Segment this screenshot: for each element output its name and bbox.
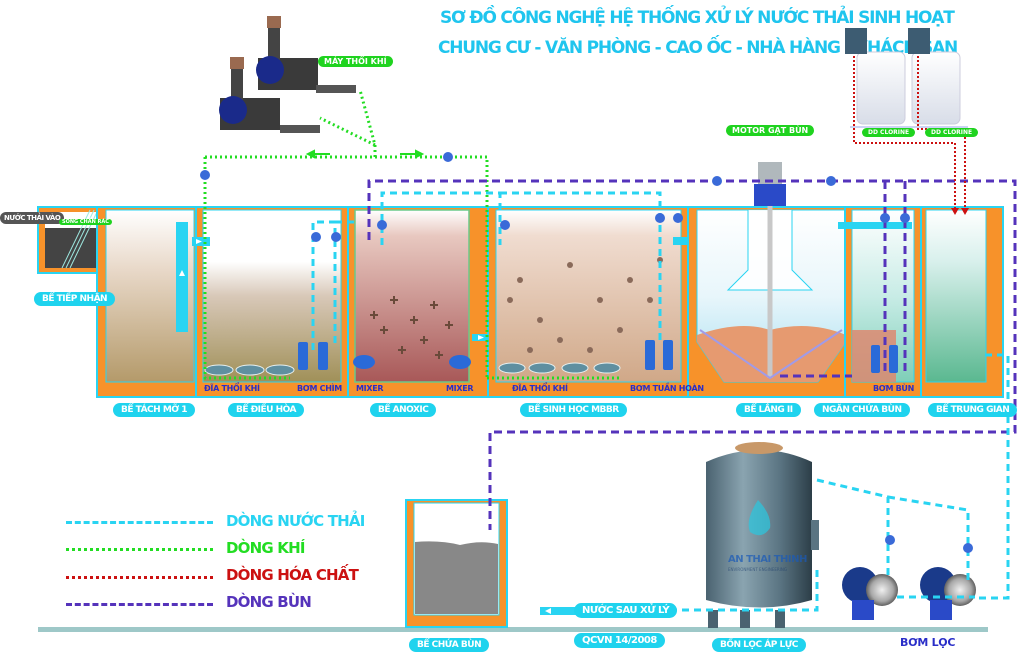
inlet-label: NƯỚC THẢI VÀO [0, 212, 65, 224]
air-flow-arrows [305, 149, 425, 159]
filter-pump-label: BƠM LỌC [900, 636, 956, 649]
filter-logo-sub: ENVIRONMENT ENGINEERING [728, 567, 787, 572]
diagram-title-line-2: CHUNG CƯ - VĂN PHÒNG - CAO ỐC - NHÀ HÀNG… [438, 38, 958, 58]
legend-label-air: DÒNG KHÍ [226, 539, 305, 557]
valves [200, 152, 973, 553]
tank-label-mbbr: BỂ SINH HỌC MBBR [520, 403, 627, 417]
tank-label-settling: BỂ LẮNG II [736, 403, 801, 417]
outlet-label: NƯỚC SAU XỬ LÝ [574, 603, 678, 618]
gearbox [754, 184, 786, 206]
legend-line-sludge [66, 603, 213, 606]
sludge-pump-label: BƠM BÙN [873, 384, 915, 393]
diagram-title-line-1: SƠ ĐỒ CÔNG NGHỆ HỆ THỐNG XỬ LÝ NƯỚC THẢI… [440, 8, 955, 28]
tank-label-pressure-filter: BỒN LỌC ÁP LỰC [712, 638, 806, 652]
blower-label: MÁY THỔI KHÍ [318, 56, 393, 67]
recirc-pump-label: BƠM TUẦN HOÀN [630, 384, 704, 393]
chlorine-dosing [845, 28, 968, 128]
legend-label-wastewater: DÒNG NƯỚC THẢI [226, 512, 365, 530]
tank-label-anoxic: BỂ ANOXIC [370, 403, 437, 417]
tank-label-grease: BỂ TÁCH MỠ 1 [113, 403, 196, 417]
air-blowers [219, 16, 356, 133]
wastewater-lines [311, 191, 1010, 612]
tank-anoxic [347, 206, 490, 398]
chlorine-label-1: DD CLORINE [862, 128, 916, 137]
air-lines [203, 89, 620, 380]
filter-pumps [842, 567, 976, 620]
tank-label-receiving: BỂ TIẾP NHẬN [34, 292, 116, 306]
legend-line-air [66, 548, 213, 551]
diffuser-label-2: ĐĨA THỔI KHÍ [512, 384, 568, 393]
tank-mbbr [487, 206, 709, 398]
tank-equalization [192, 206, 349, 398]
outlet-arrow [540, 607, 576, 615]
tank-intermediate [920, 206, 1004, 398]
outlet-standard: QCVN 14/2008 [574, 633, 665, 648]
ground-line [38, 627, 988, 632]
legend-line-wastewater [66, 521, 213, 524]
tank-label-intermediate: BỂ TRUNG GIAN [928, 403, 1018, 417]
diffuser-label-1: ĐĨA THỔI KHÍ [204, 384, 260, 393]
pressure-filter-vessel [706, 442, 819, 628]
filter-logo: AN THAI THINH [728, 554, 807, 565]
chlorine-label-2: DD CLORINE [925, 128, 979, 137]
legend-label-chemical: DÒNG HÓA CHẤT [226, 566, 359, 584]
legend-line-chemical [66, 576, 213, 579]
tank-grease-trap [96, 206, 204, 398]
tank-label-sludge-storage: BỂ CHỨA BÙN [409, 638, 490, 652]
tank-sludge-holding [838, 206, 922, 398]
submersible-pump-label: BƠM CHÌM [297, 384, 342, 393]
mixer-label-2: MIXER [446, 384, 474, 393]
tank-settling-ii [687, 162, 852, 398]
screen-label: SONG CHẮN RÁC [59, 219, 112, 225]
tank-label-equalization: BỂ ĐIỀU HÒA [228, 403, 305, 417]
mixer-label-1: MIXER [356, 384, 384, 393]
tank-label-sludge-holding: NGĂN CHỨA BÙN [814, 403, 910, 417]
motor-label: MOTOR GẠT BÙN [726, 125, 815, 136]
tank-sludge-storage [405, 499, 508, 628]
tank-receiving [37, 206, 114, 274]
legend-label-sludge: DÒNG BÙN [226, 593, 312, 611]
